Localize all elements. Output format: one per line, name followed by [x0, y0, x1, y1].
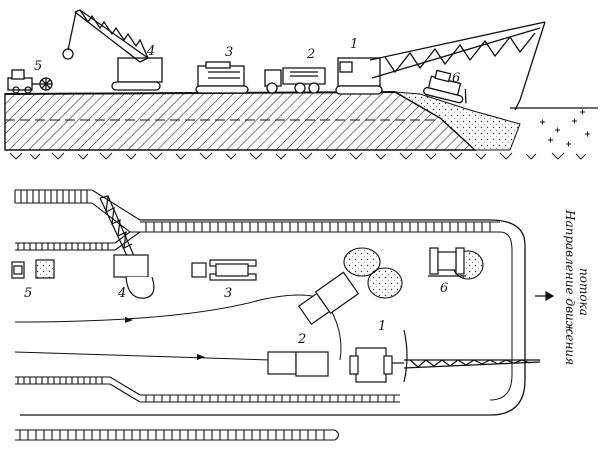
soil-heaps: [343, 247, 484, 299]
dike-bottom: [15, 376, 400, 403]
fresh-fill-slope: [394, 91, 521, 151]
machine-6-bulldozer-side: [423, 69, 467, 104]
machine-1-crane-side: [335, 21, 546, 111]
machine-2-plan: [267, 271, 360, 377]
truck-path-lower: [14, 351, 271, 361]
truck-path-upper: [14, 294, 326, 323]
ground-marks: [9, 152, 587, 160]
machine-4-plan: [99, 195, 155, 299]
label-4-top: 4: [146, 44, 155, 59]
label-5-plan: 5: [24, 286, 32, 301]
label-2-top: 2: [306, 47, 315, 62]
path-arrow-upper: [125, 317, 133, 323]
label-1-top: 1: [350, 37, 358, 52]
dike-top-left: [14, 189, 141, 233]
dike-inner-top: [15, 221, 500, 251]
flow-arrow: [535, 290, 555, 302]
flow-direction-text: Направление движения потока: [563, 209, 591, 365]
machine-1-plan: [349, 329, 541, 383]
label-3-plan: 3: [224, 286, 232, 301]
label-5-top: 5: [34, 59, 42, 74]
machine-5-roller-side: [7, 69, 53, 94]
embankment-body: [4, 91, 477, 151]
fill-outer-boundary: [20, 219, 526, 416]
label-4-plan: 4: [117, 286, 126, 301]
dike-bottom-outer: [15, 429, 340, 441]
flow-text-line1: Направление движения: [563, 209, 577, 365]
machine-5-plan: [11, 259, 55, 279]
plan-view: [11, 189, 555, 441]
label-1-plan: 1: [378, 319, 386, 334]
machine-3-plan: [191, 259, 257, 281]
flow-text-line2: потока: [577, 268, 591, 316]
machine-4-crane-side: [62, 9, 163, 91]
number-labels: 5 4 3 2 1 6 5 4 3 2 1 6: [24, 37, 460, 347]
label-2-plan: 2: [297, 332, 306, 347]
water-marks: [540, 109, 590, 147]
machine-6-plan: [428, 247, 466, 277]
path-arrow-lower: [197, 354, 205, 360]
label-6-top: 6: [452, 71, 460, 86]
machine-3-side: [195, 61, 249, 94]
label-3-top: 3: [225, 45, 233, 60]
machine-2-dump-truck-side: [264, 67, 326, 94]
embankment-section: [4, 91, 598, 160]
label-6-plan: 6: [440, 281, 448, 296]
fill-front-boundary: [489, 231, 513, 401]
roller-drum: [39, 77, 53, 91]
